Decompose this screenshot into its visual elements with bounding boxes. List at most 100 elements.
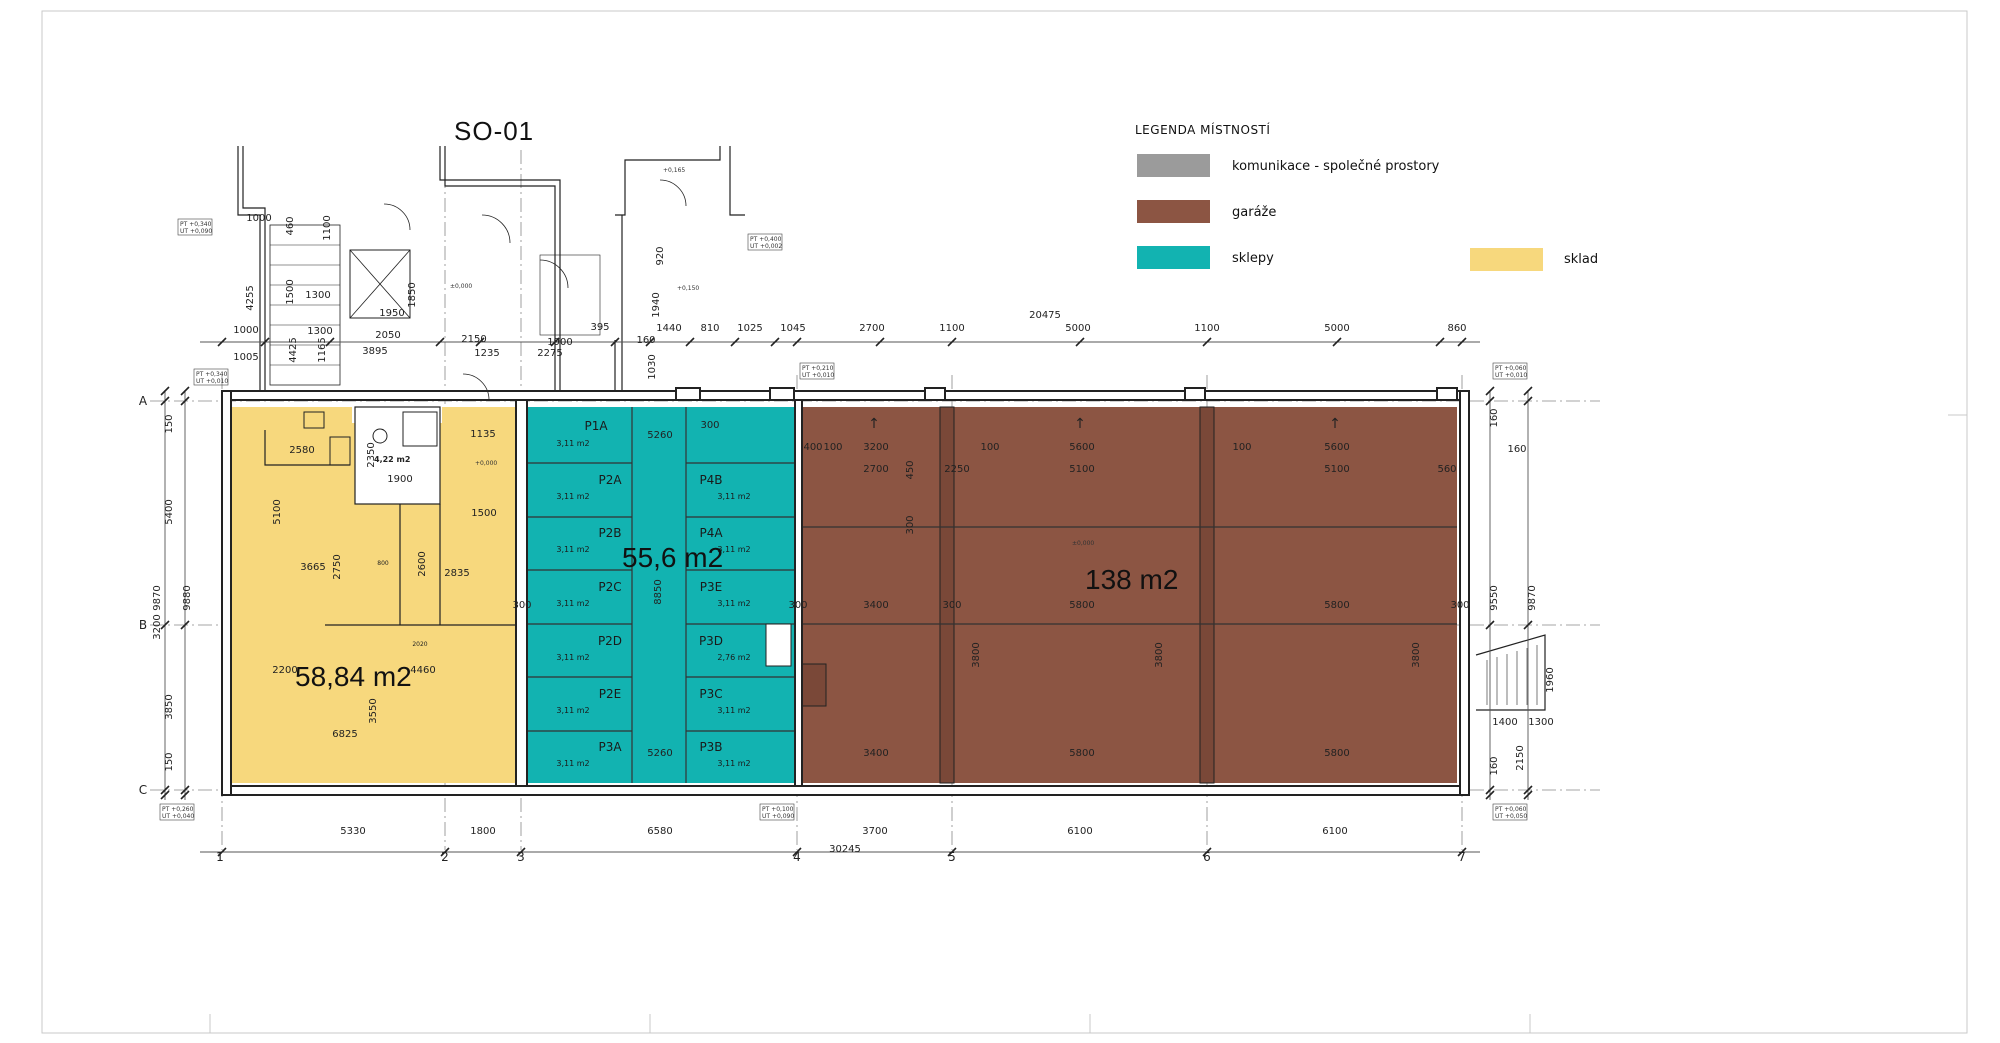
dim-cellar: 5260 xyxy=(647,430,672,441)
dim-garage: 5800 xyxy=(1069,748,1094,759)
dimension-tick xyxy=(792,337,802,347)
dim-cellar: 5260 xyxy=(647,748,672,759)
dim-cellar: 300 xyxy=(700,420,719,431)
dim-right-total: 9870 xyxy=(1527,585,1538,610)
dim-garage: 400 xyxy=(803,442,822,453)
cellar-label: P2B xyxy=(598,526,621,540)
dim-stair: 1300 xyxy=(305,290,330,301)
right-stair-outline xyxy=(1475,634,1546,711)
dim-sklad: 1500 xyxy=(471,508,496,519)
column-cap xyxy=(769,387,795,401)
garage-wall-6 xyxy=(1199,406,1215,784)
level-pt: PT +0,060 xyxy=(1495,806,1527,813)
wall-3 xyxy=(515,399,528,787)
garage-entry-arrow-icon: ↑ xyxy=(1074,416,1086,432)
dimension-tick xyxy=(475,337,485,347)
drawing-title: SO-01 xyxy=(454,116,534,146)
wall-east xyxy=(1459,390,1470,796)
dimension-tick xyxy=(770,337,780,347)
dim-stair: 2050 xyxy=(375,330,400,341)
level-pt: PT +0,060 xyxy=(1495,365,1527,372)
cellar-area: 3,11 m2 xyxy=(556,653,589,662)
sklad-dimensions: 2580 5100 3665 2750 2600 2835 1500 2350 … xyxy=(272,429,497,740)
legend-swatch-komunikace xyxy=(1137,154,1210,177)
garage-shaft xyxy=(799,663,827,707)
wall-north xyxy=(221,390,1470,401)
toilet xyxy=(372,428,388,444)
level-ut: UT +0,090 xyxy=(762,813,794,820)
dim-left-total: 9870 xyxy=(152,585,163,610)
dim-cellar: 8850 xyxy=(653,579,664,604)
level-ut: UT +0,090 xyxy=(180,228,212,235)
cellar-area: 2,76 m2 xyxy=(717,653,750,662)
bottom-dimensions: 5330 1800 6580 3700 6100 6100 30245 xyxy=(340,826,1347,855)
dim-stair: 1500 xyxy=(285,279,296,304)
dim-garage: 3800 xyxy=(971,642,982,667)
cellar-label: P4A xyxy=(699,526,723,540)
dim-top-total: 20475 xyxy=(1029,310,1061,321)
dim-top: 1440 xyxy=(656,323,681,334)
dim-garage: 300 xyxy=(942,600,961,611)
dim-right: 160 xyxy=(1489,756,1500,775)
dim-right-stair: 1400 xyxy=(1492,717,1517,728)
dim-top: 1000 xyxy=(233,325,258,336)
cellar-area: 3,11 m2 xyxy=(556,706,589,715)
dimension-tick xyxy=(260,337,270,347)
upper-wall xyxy=(615,146,721,216)
level-pt: PT +0,210 xyxy=(802,365,834,372)
garage-entry-arrow-icon: ↑ xyxy=(868,416,880,432)
upper-wall xyxy=(439,146,561,391)
zone-sklad xyxy=(231,407,523,783)
dim-garage: 5100 xyxy=(1069,464,1094,475)
dim-bottom: 6100 xyxy=(1067,826,1092,837)
room-legend: LEGENDA MÍSTNOSTÍ komunikace - společné … xyxy=(1135,122,1598,271)
dim-bottom: 6580 xyxy=(647,826,672,837)
dim-garage: 2250 xyxy=(944,464,969,475)
level-garage: ±0,000 xyxy=(1072,540,1094,547)
room-zones xyxy=(231,406,1457,783)
dimension-tick xyxy=(160,785,170,795)
elevator-cross xyxy=(349,249,411,319)
sheet-border xyxy=(41,10,1968,1034)
door-swing xyxy=(383,203,411,231)
garage-arrows: ↑ ↑ ↑ xyxy=(868,416,1341,432)
dim-cellar: 300 xyxy=(512,600,531,611)
dim-stair: 4425 xyxy=(288,337,299,362)
level-ut: UT +0,010 xyxy=(196,378,228,385)
dimension-tick xyxy=(875,337,885,347)
dim-right: 9550 xyxy=(1489,585,1500,610)
column-cap xyxy=(1184,387,1206,401)
dimension-tick xyxy=(325,337,335,347)
upper-wall xyxy=(242,146,266,391)
door-swing xyxy=(539,259,569,289)
level-ut: UT +0,050 xyxy=(1495,813,1527,820)
dim-garage: 5800 xyxy=(1324,748,1349,759)
cellar-label: P3E xyxy=(700,580,722,594)
dim-top: 2150 xyxy=(461,334,486,345)
cellar-label: P3B xyxy=(699,740,722,754)
dimension-tick xyxy=(1523,396,1533,406)
cellar-label: P2C xyxy=(598,580,621,594)
dimension-tick xyxy=(1523,785,1533,795)
dim-stair: 460 xyxy=(285,216,296,235)
dim-sklad: 2350 xyxy=(366,442,377,467)
kitchen-sink xyxy=(329,436,351,466)
dim-upper: 1940 xyxy=(651,292,662,317)
sklad-walls xyxy=(264,411,523,626)
level-box xyxy=(177,218,213,236)
door-swing xyxy=(659,179,687,207)
dim-cellar: 300 xyxy=(788,600,807,611)
dim-garage: 560 xyxy=(1437,464,1456,475)
dim-bottom: 3700 xyxy=(862,826,887,837)
elevator-shaft xyxy=(349,249,411,319)
dimension-tick xyxy=(180,785,190,795)
column-cap xyxy=(1436,387,1458,401)
dimension-tick xyxy=(610,337,620,347)
cellar-area: 3,11 m2 xyxy=(556,492,589,501)
dimension-tick xyxy=(180,620,190,630)
dimension-tick xyxy=(1075,337,1085,347)
dimension-tick xyxy=(1202,337,1212,347)
dim-garage: 5800 xyxy=(1324,600,1349,611)
dim-stair: 1165 xyxy=(317,337,328,362)
